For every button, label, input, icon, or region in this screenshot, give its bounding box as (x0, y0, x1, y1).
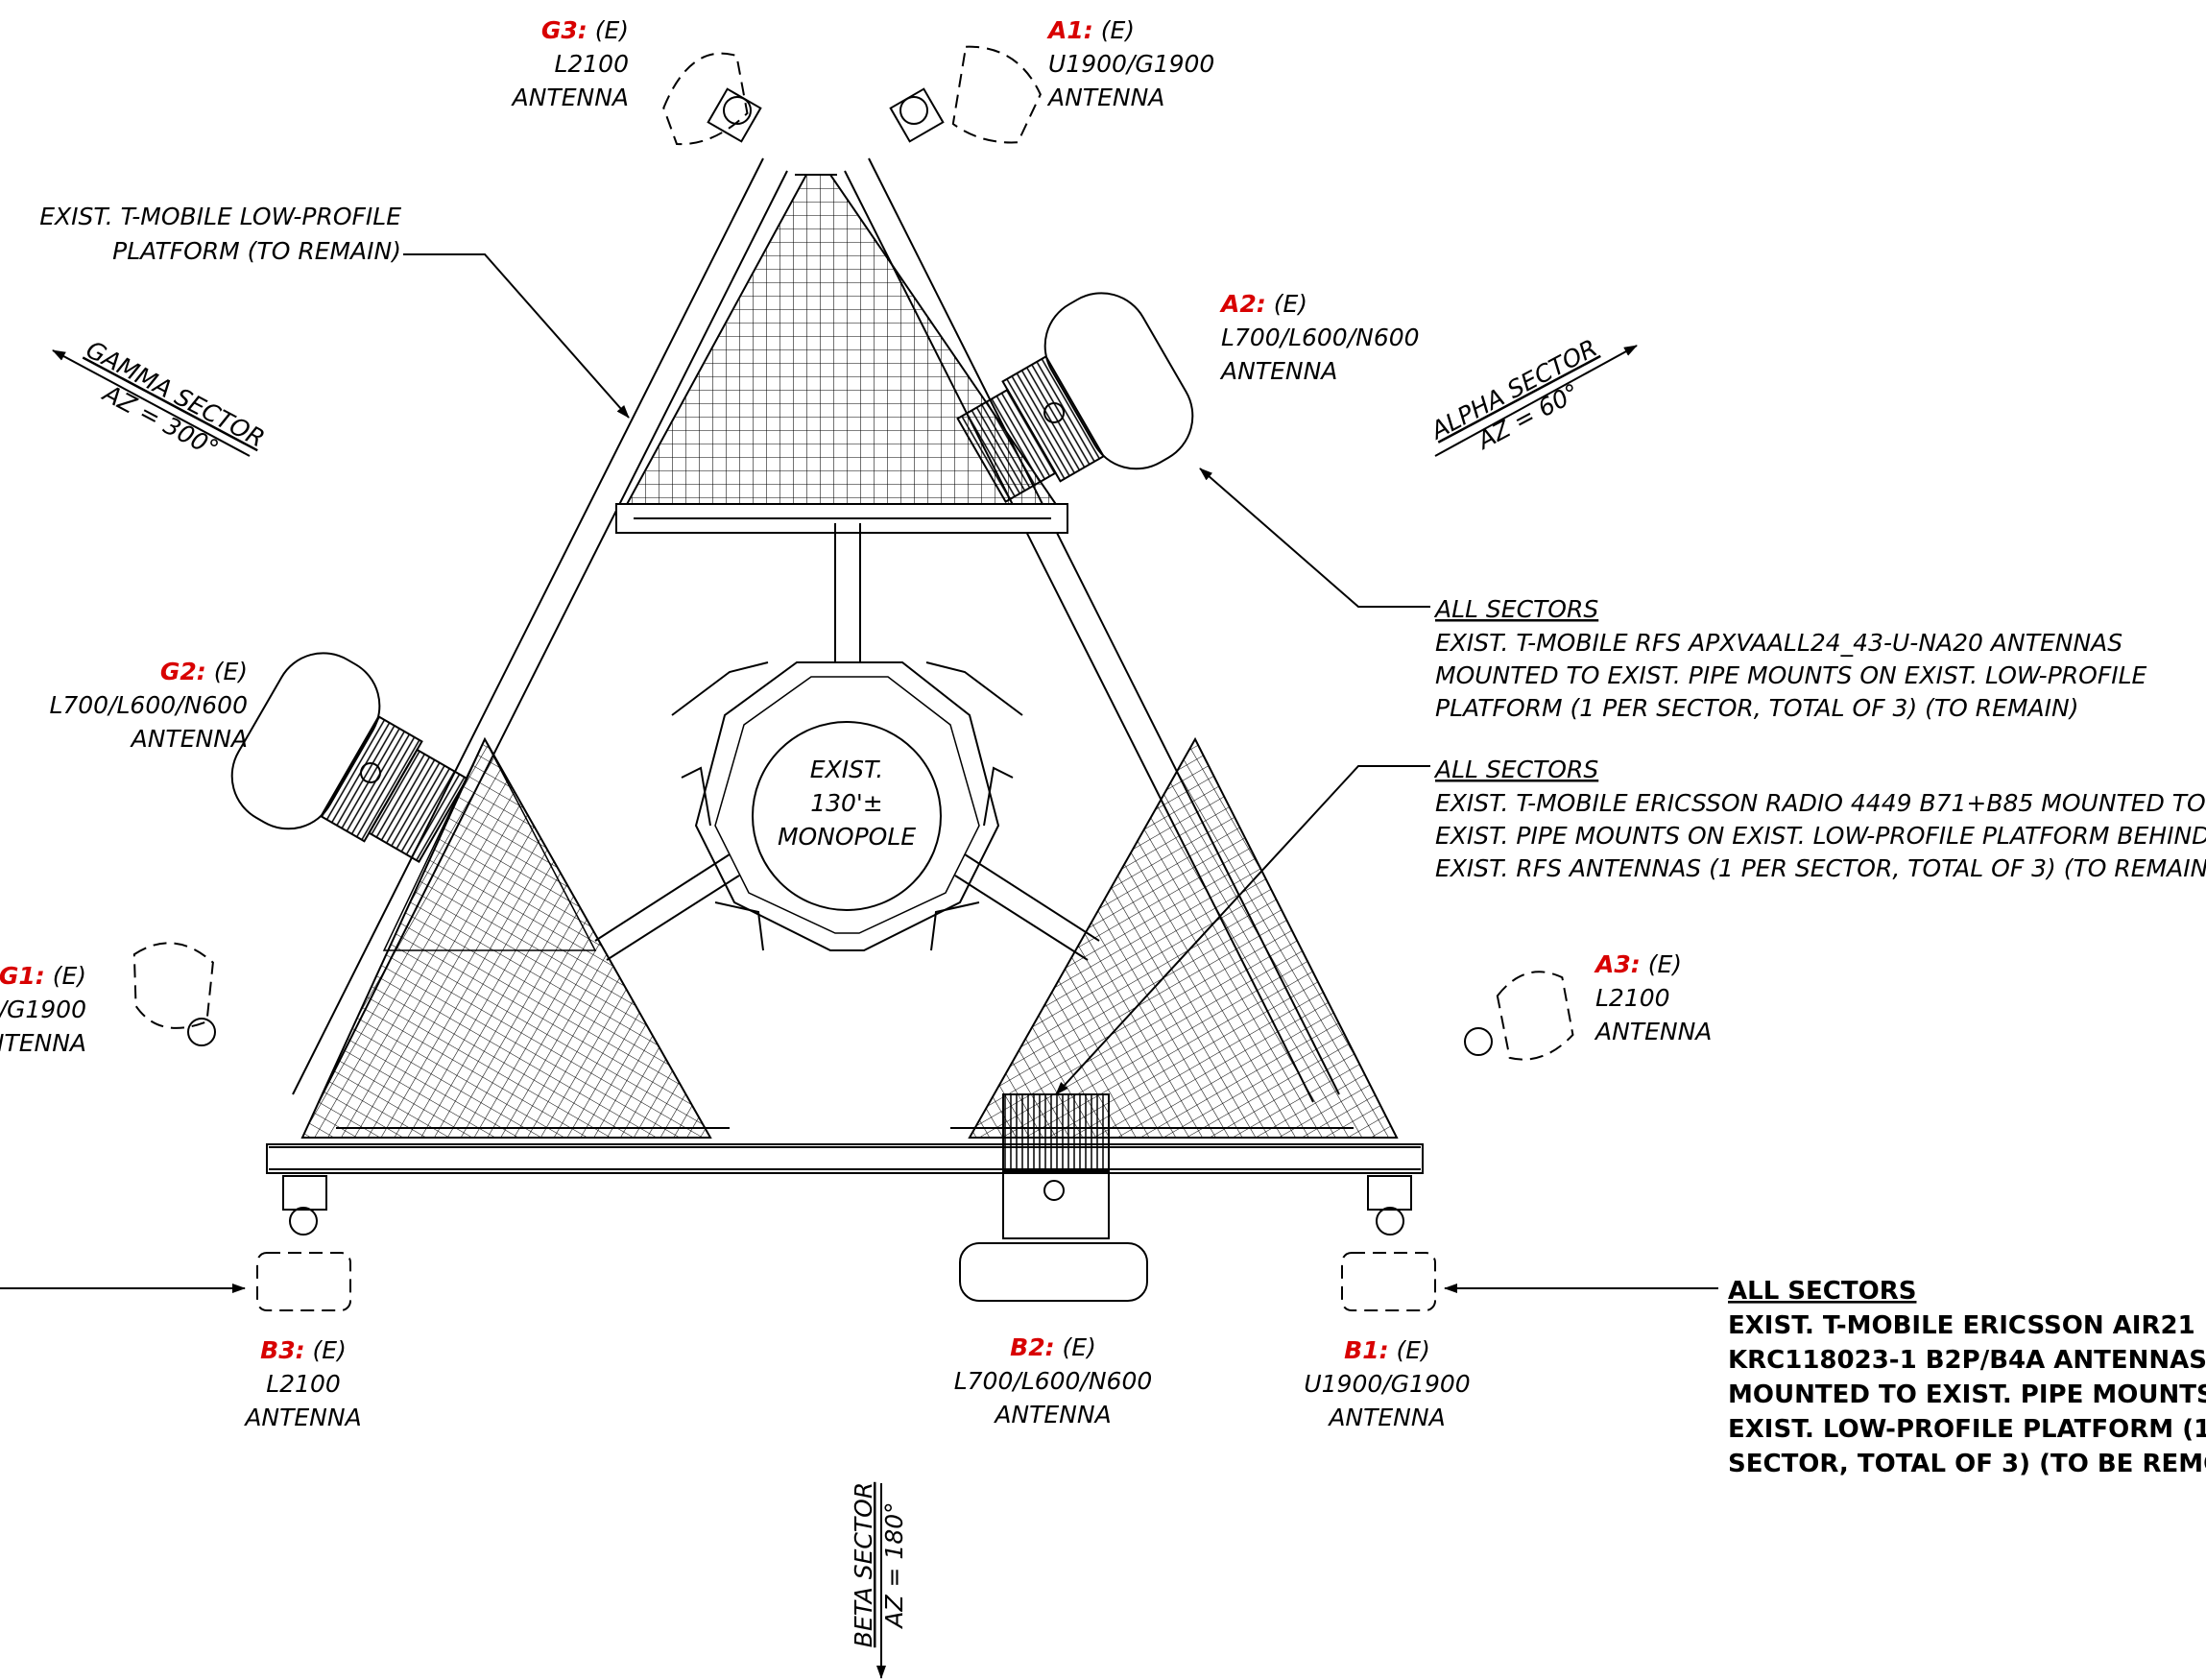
svg-text:PLATFORM (TO REMAIN): PLATFORM (TO REMAIN) (112, 237, 401, 265)
label-b1: B1: (E) U1900/G1900 ANTENNA (1304, 1336, 1470, 1431)
svg-text:ALL SECTORS: ALL SECTORS (1728, 1277, 1916, 1306)
svg-text:U1900/G1900: U1900/G1900 (1304, 1370, 1470, 1398)
pipe-mounts (187, 87, 1493, 1236)
svg-text:ANTENNA: ANTENNA (1327, 1404, 1445, 1431)
svg-text:B2: (E): B2: (E) (1010, 1333, 1096, 1361)
antenna-g2 (230, 652, 468, 863)
label-a2: A2: (E) L700/L600/N600 ANTENNA (1219, 290, 1420, 385)
air21-antennas (132, 45, 1574, 1311)
beta-sector-label: BETA SECTOR AZ = 180° (850, 1482, 908, 1647)
svg-text:A3: (E): A3: (E) (1594, 950, 1682, 978)
svg-text:PLATFORM (1 PER SECTOR, TOTAL: PLATFORM (1 PER SECTOR, TOTAL OF 3) (TO … (1435, 694, 2078, 722)
platform-note: EXIST. T-MOBILE LOW-PROFILE PLATFORM (TO… (39, 203, 401, 265)
svg-text:ANTENNA: ANTENNA (130, 725, 248, 753)
svg-text:MOUNTED TO EXIST. PIPE MOUNTS: MOUNTED TO EXIST. PIPE MOUNTS ON EXIST. … (1435, 661, 2147, 689)
label-b2: B2: (E) L700/L600/N600 ANTENNA (954, 1333, 1153, 1428)
svg-text:U1900/G1900: U1900/G1900 (1048, 50, 1214, 78)
label-g2: G2: (E) L700/L600/N600 ANTENNA (49, 658, 248, 753)
svg-text:SECTOR, TOTAL OF 3) (TO BE REM: SECTOR, TOTAL OF 3) (TO BE REMO (1728, 1450, 2206, 1478)
note-rfs-antennas: ALL SECTORS EXIST. T-MOBILE RFS APXVAALL… (1433, 595, 2147, 722)
svg-text:EXIST. T-MOBILE ERICSSON AIR21: EXIST. T-MOBILE ERICSSON AIR21 (1728, 1311, 2195, 1340)
label-g1: G1: (E) /G1900 ANTENNA (0, 962, 86, 1057)
svg-text:A2: (E): A2: (E) (1219, 290, 1307, 318)
svg-text:EXIST. T-MOBILE ERICSSON RADIO: EXIST. T-MOBILE ERICSSON RADIO 4449 B71+… (1435, 789, 2206, 817)
svg-text:L2100: L2100 (1595, 984, 1670, 1012)
gamma-sector-label: GAMMA SECTOR AZ = 300° (82, 335, 270, 463)
label-g3: G3: (E) L2100 ANTENNA (511, 16, 629, 111)
svg-text:130'±: 130'± (810, 789, 883, 817)
monopole-label: EXIST. 130'± MONOPOLE (778, 756, 916, 851)
svg-text:B1: (E): B1: (E) (1344, 1336, 1430, 1364)
svg-text:BETA SECTOR: BETA SECTOR (850, 1482, 877, 1647)
note-ericsson-radio: ALL SECTORS EXIST. T-MOBILE ERICSSON RAD… (1433, 756, 2206, 882)
leader-lines (0, 253, 1718, 1293)
svg-text:EXIST. LOW-PROFILE PLATFORM (1: EXIST. LOW-PROFILE PLATFORM (1 (1728, 1415, 2206, 1444)
top-grating (615, 174, 1068, 534)
svg-text:G2: (E): G2: (E) (160, 658, 248, 685)
label-a3: A3: (E) L2100 ANTENNA (1594, 950, 1712, 1045)
sector-arrows (52, 345, 1638, 1679)
svg-text:ANTENNA: ANTENNA (0, 1029, 86, 1057)
monopole (752, 721, 942, 911)
label-b3: B3: (E) L2100 ANTENNA (243, 1336, 361, 1431)
svg-text:ANTENNA: ANTENNA (511, 84, 629, 111)
note-air21-antennas: ALL SECTORS EXIST. T-MOBILE ERICSSON AIR… (1728, 1277, 2206, 1478)
svg-text:MOUNTED TO EXIST. PIPE MOUNTS: MOUNTED TO EXIST. PIPE MOUNTS O (1728, 1380, 2206, 1409)
svg-text:EXIST. T-MOBILE LOW-PROFILE: EXIST. T-MOBILE LOW-PROFILE (39, 203, 401, 230)
monopole-mount (671, 661, 1023, 951)
svg-text:ANTENNA: ANTENNA (243, 1404, 361, 1431)
svg-text:EXIST.: EXIST. (810, 756, 883, 783)
svg-text:L700/L600/N600: L700/L600/N600 (49, 691, 248, 719)
svg-text:EXIST. RFS ANTENNAS (1 PER SEC: EXIST. RFS ANTENNAS (1 PER SECTOR, TOTAL… (1435, 854, 2206, 882)
svg-text:L700/L600/N600: L700/L600/N600 (954, 1367, 1153, 1395)
svg-text:AZ = 180°: AZ = 180° (880, 1501, 908, 1629)
support-struts (594, 523, 1100, 961)
svg-text:ANTENNA: ANTENNA (993, 1401, 1111, 1428)
svg-text:ALL SECTORS: ALL SECTORS (1433, 756, 1598, 783)
svg-text:/G1900: /G1900 (0, 996, 86, 1023)
svg-text:MONOPOLE: MONOPOLE (778, 823, 916, 851)
svg-text:ANTENNA: ANTENNA (1046, 84, 1164, 111)
alpha-sector-label: ALPHA SECTOR AZ = 60° (1425, 334, 1601, 456)
svg-text:ALL SECTORS: ALL SECTORS (1433, 595, 1598, 623)
svg-text:G1: (E): G1: (E) (0, 962, 86, 990)
svg-text:ANTENNA: ANTENNA (1594, 1018, 1712, 1045)
antenna-a2 (956, 292, 1194, 503)
svg-text:ANTENNA: ANTENNA (1219, 357, 1337, 385)
right-grating (950, 736, 1399, 1139)
svg-text:A1: (E): A1: (E) (1046, 16, 1135, 44)
svg-text:L2100: L2100 (266, 1370, 341, 1398)
svg-text:EXIST. PIPE MOUNTS ON EXIST. L: EXIST. PIPE MOUNTS ON EXIST. LOW-PROFILE… (1435, 822, 2206, 850)
svg-text:L2100: L2100 (554, 50, 629, 78)
svg-text:EXIST. T-MOBILE RFS APXVAALL24: EXIST. T-MOBILE RFS APXVAALL24_43-U-NA20… (1435, 629, 2122, 657)
svg-text:KRC118023-1 B2P/B4A ANTENNAS: KRC118023-1 B2P/B4A ANTENNAS (1728, 1346, 2206, 1375)
label-a1: A1: (E) U1900/G1900 ANTENNA (1046, 16, 1214, 111)
svg-text:G3: (E): G3: (E) (541, 16, 629, 44)
svg-text:L700/L600/N600: L700/L600/N600 (1221, 324, 1420, 351)
svg-text:B3: (E): B3: (E) (260, 1336, 347, 1364)
